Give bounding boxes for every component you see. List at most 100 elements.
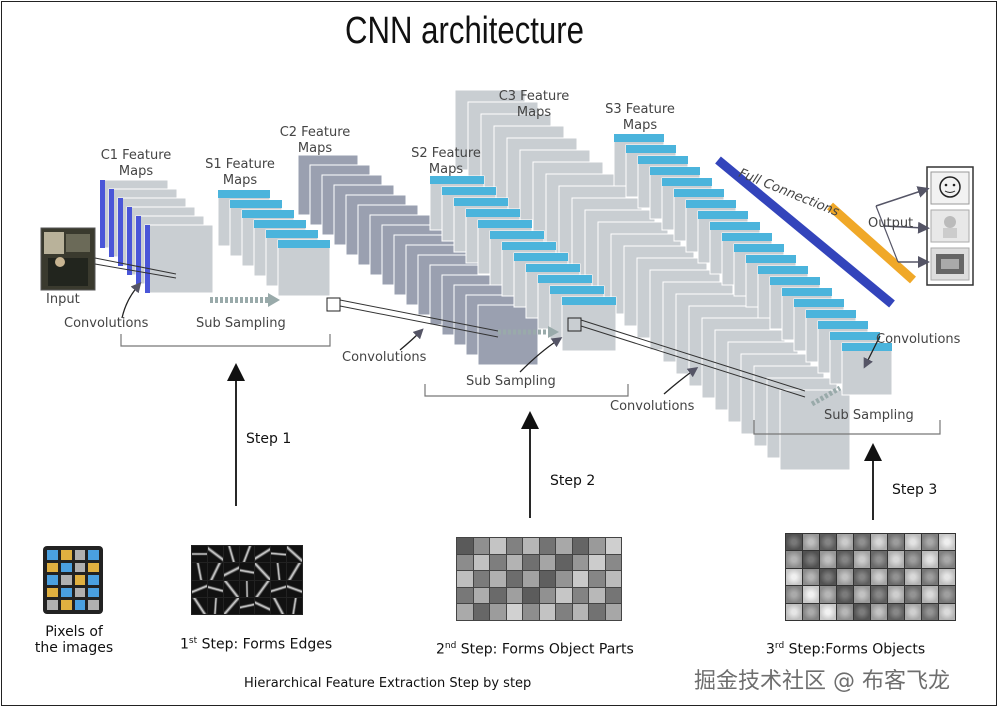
subsampling-label-1: Sub Sampling (196, 316, 286, 331)
s2-stack-map-edge (502, 242, 556, 250)
thumbnail-tile (803, 603, 819, 620)
thumbnail-tile (239, 563, 255, 580)
thumbnail-tile (255, 580, 271, 597)
s2-stack-map-edge (526, 264, 580, 272)
s3-stack-map-edge (782, 288, 832, 296)
feature-map-stacks (99, 89, 893, 471)
thumbnail-tile (60, 562, 72, 573)
s1-label: S1 Feature Maps (205, 157, 275, 188)
s2-stack-map-edge (514, 253, 568, 261)
thumbnail-tile (506, 604, 522, 620)
step1-label: Step 1 (246, 431, 292, 447)
s2-stack-map-edge (478, 220, 532, 228)
thumbnail-tile (192, 546, 207, 563)
thumbnail-tile (473, 554, 489, 571)
thumbnail-tile (539, 571, 555, 587)
thumbnail-tile (871, 534, 887, 551)
convolutions-label-3: Convolutions (610, 399, 695, 414)
thumbnail-tile (837, 603, 853, 620)
c1-label: C1 Feature Maps (100, 148, 172, 179)
objects-thumbnail (785, 533, 956, 621)
thumbnail-tile (457, 604, 473, 620)
thumbnail-tile (490, 571, 506, 587)
thumbnail-tile (888, 603, 904, 620)
s1-stack-map-edge (266, 230, 318, 238)
c1-stack-map-edge (145, 225, 150, 293)
step3-label: Step 3 (892, 482, 938, 498)
thumbnail-tile (803, 534, 819, 551)
output-animal-icon (930, 209, 970, 243)
figure-caption: Hierarchical Feature Extraction Step by … (244, 676, 532, 691)
thumbnail-tile (207, 580, 223, 597)
thumbnail-tile (589, 554, 605, 571)
c2-label: C2 Feature Maps (279, 125, 351, 156)
c1-stack-map-edge (109, 189, 114, 257)
s1-stack-map (277, 239, 331, 297)
thumbnail-tile (922, 603, 938, 620)
s2-stack (429, 175, 617, 352)
thumbnail-tile (820, 534, 836, 551)
thumbnail-tile (207, 546, 223, 563)
s2-stack-map-edge (490, 231, 544, 239)
s3-stack-map-edge (698, 211, 748, 219)
thumbnail-tile (939, 551, 955, 568)
c3-stack (454, 89, 851, 471)
thumbnail-tile (47, 550, 58, 560)
thumbnail-tile (786, 603, 802, 620)
thumbnail-tile (287, 580, 302, 597)
thumbnail-tile (556, 538, 572, 554)
thumbnail-tile (523, 538, 539, 554)
c1-stack-map (144, 224, 214, 294)
thumbnail-tile (490, 604, 506, 620)
s2-stack-map-edge (442, 187, 496, 195)
s3-stack-map-edge (842, 343, 892, 351)
s2-stack-map-edge (466, 209, 520, 217)
thumbnail-tile (556, 554, 572, 571)
thumbnail-tile (556, 604, 572, 620)
thumbnail-tile (88, 587, 99, 598)
s3-stack-map-edge (674, 189, 724, 197)
thumbnail-tile (239, 580, 255, 597)
thumbnail-tile (223, 580, 239, 597)
s3-stack-map-edge (734, 244, 784, 252)
thumbnail-tile (556, 571, 572, 587)
input-image (40, 227, 96, 291)
thumbnail-tile (47, 600, 58, 610)
thumbnail-tile (271, 597, 287, 614)
step1-caption: 1st Step: Forms Edges (180, 636, 333, 653)
thumbnail-tile (88, 600, 99, 610)
thumbnail-tile (506, 571, 522, 587)
thumbnail-tile (74, 600, 86, 610)
thumbnail-tile (60, 575, 72, 585)
thumbnail-tile (457, 538, 473, 554)
s1-stack-map-edge (218, 190, 270, 198)
thumbnail-tile (922, 551, 938, 568)
thumbnail-tile (457, 587, 473, 604)
object-parts-thumbnail (456, 537, 622, 621)
thumbnail-tile (490, 538, 506, 554)
s3-stack-map-edge (638, 156, 688, 164)
thumbnail-tile (820, 603, 836, 620)
c1-stack-map-edge (118, 198, 123, 266)
thumbnail-tile (820, 586, 836, 603)
step3-caption: 3rd Step:Forms Objects (766, 641, 926, 658)
thumbnail-tile (490, 587, 506, 604)
thumbnail-tile (786, 586, 802, 603)
thumbnail-tile (74, 575, 86, 585)
output-arrow-mid (883, 221, 930, 234)
thumbnail-tile (605, 604, 621, 620)
thumbnail-tile (88, 562, 99, 573)
thumbnail-tile (854, 568, 870, 586)
thumbnail-tile (820, 568, 836, 586)
thumbnail-tile (605, 538, 621, 554)
thumbnail-tile (239, 597, 255, 614)
thumbnail-tile (854, 603, 870, 620)
s1-stack-map-edge (278, 240, 330, 248)
s2-stack-map-edge (562, 297, 616, 305)
thumbnail-tile (786, 534, 802, 551)
thumbnail-tile (837, 586, 853, 603)
thumbnail-tile (539, 587, 555, 604)
thumbnail-tile (556, 587, 572, 604)
thumbnail-tile (922, 534, 938, 551)
